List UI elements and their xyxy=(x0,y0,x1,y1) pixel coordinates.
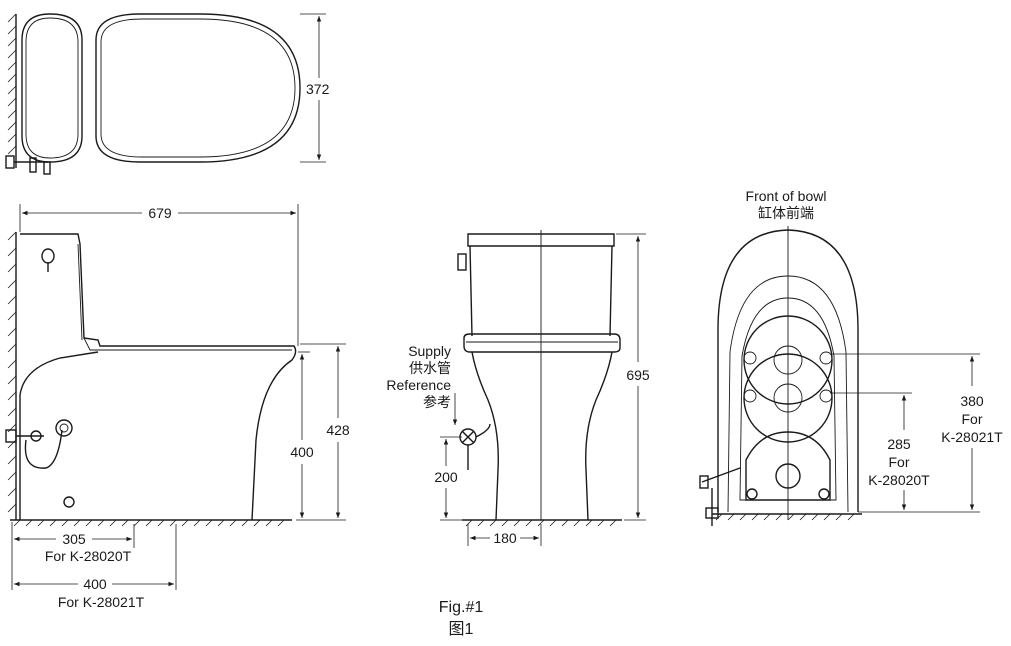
seat-lid-outline xyxy=(95,13,301,163)
total-height-dimension-label: 695 xyxy=(626,367,650,383)
front-seat-outline xyxy=(463,333,621,353)
length-dimension xyxy=(19,204,299,346)
figure-caption-en: Fig.#1 xyxy=(439,599,484,616)
front-bowl-outline xyxy=(471,351,613,521)
supply-valve-icon xyxy=(5,155,51,175)
floor-bolt-circles xyxy=(743,315,833,443)
front-of-bowl-label-en: Front of bowl xyxy=(746,188,827,204)
dim-b-model: K-28021T xyxy=(941,429,1003,445)
dim-b-value: 380 xyxy=(960,393,984,409)
dim-a-value: 285 xyxy=(887,436,911,452)
figure-caption-cn: 图1 xyxy=(449,621,474,638)
total-height-dimension xyxy=(616,233,646,521)
seat-height-dimension xyxy=(298,351,310,518)
dim-b-dimension xyxy=(832,353,980,513)
seat-height-dimension-label: 400 xyxy=(290,444,314,460)
bottom-floor-hatch xyxy=(712,513,862,521)
dim-a-for: For xyxy=(889,454,910,470)
rough-in-b-model: For K-28021T xyxy=(58,594,145,610)
length-dimension-label: 679 xyxy=(148,205,172,221)
front-view: Supply 供水管 Reference 参考 200 180 695 xyxy=(386,230,650,546)
front-lever-icon xyxy=(457,253,467,271)
supply-height-dimension-label: 200 xyxy=(434,469,458,485)
bottom-supply-valve-icon xyxy=(699,467,741,526)
dim-a-model: K-28020T xyxy=(868,472,930,488)
rough-in-b-value: 400 xyxy=(83,576,107,592)
side-supply-pipe-icon xyxy=(5,419,73,469)
side-toilet-outline xyxy=(19,233,297,521)
depth-dimension xyxy=(300,13,326,163)
bottom-view: Front of bowl 缸体前端 xyxy=(699,188,1003,526)
side-wall-hatch xyxy=(7,231,17,520)
supply-offset-dimension xyxy=(467,524,542,546)
side-floor-hatch xyxy=(10,519,292,527)
rim-height-dimension-label: 428 xyxy=(326,422,350,438)
flush-lever-icon xyxy=(41,248,55,272)
rough-in-a-model: For K-28020T xyxy=(45,548,132,564)
supply-offset-dimension-label: 180 xyxy=(493,530,517,546)
supply-height-dimension xyxy=(440,436,462,521)
rough-in-a-value: 305 xyxy=(62,531,86,547)
front-supply-valve-icon xyxy=(459,423,491,470)
trapway-base xyxy=(745,431,831,501)
tank-outline xyxy=(21,13,83,163)
dim-b-for: For xyxy=(962,411,983,427)
reference-label-cn: 参考 xyxy=(423,394,451,410)
side-view: 679 400 428 305 For K-28020T 400 For K-2… xyxy=(5,204,350,610)
front-of-bowl-label-cn: 缸体前端 xyxy=(758,205,814,221)
depth-dimension-label: 372 xyxy=(306,81,330,97)
front-tank-outline xyxy=(467,233,615,337)
rough-in-dimensions xyxy=(11,522,177,590)
wall-hatch xyxy=(7,13,17,168)
supply-label-en: Supply xyxy=(408,343,451,359)
reference-label-en: Reference xyxy=(386,377,451,393)
front-floor-hatch xyxy=(462,519,622,527)
supply-label-cn: 供水管 xyxy=(409,360,451,376)
rim-height-dimension xyxy=(296,343,346,521)
dim-a-dimension xyxy=(830,392,912,513)
top-view: 372 xyxy=(5,13,330,175)
side-bolt-cap-icon xyxy=(63,496,75,508)
